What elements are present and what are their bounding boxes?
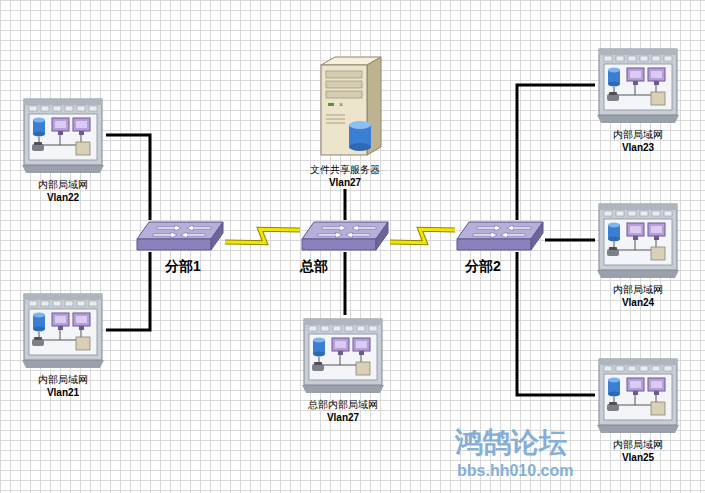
vlan-label: Vlan22 xyxy=(17,191,109,204)
vlan-label: Vlan27 xyxy=(297,411,389,424)
site-label: 内部局域网 xyxy=(592,128,684,141)
switch-icon xyxy=(135,220,225,252)
site-label: 内部局域网 xyxy=(17,373,109,386)
building-icon xyxy=(595,200,681,280)
server-icon: × xyxy=(305,55,385,160)
vlan-label: Vlan27 xyxy=(302,176,388,189)
lan-node: 内部局域网Vlan22 xyxy=(17,95,109,204)
lan-link xyxy=(345,189,346,220)
wan-link xyxy=(225,229,300,242)
site-label: 总部内部局域网 xyxy=(297,398,389,411)
watermark: 鸿鹄论坛 xyxy=(455,424,567,462)
lan-link xyxy=(545,240,595,241)
lan-link xyxy=(345,252,346,315)
switch-label: 分部2 xyxy=(465,258,501,274)
watermark: bbs.hh010.com xyxy=(457,462,573,480)
building-icon xyxy=(20,95,106,175)
site-label: 文件共享服务器 xyxy=(302,163,388,176)
building-icon xyxy=(595,355,681,435)
switch-label: 分部1 xyxy=(165,258,201,274)
vlan-label: Vlan24 xyxy=(592,296,684,309)
switch-node: 总部 xyxy=(300,220,390,252)
switch-icon xyxy=(455,220,545,252)
lan-link xyxy=(106,135,150,220)
site-label: 内部局域网 xyxy=(592,438,684,451)
lan-link xyxy=(106,252,150,330)
switch-node: 分部1 xyxy=(135,220,225,252)
vlan-label: Vlan23 xyxy=(592,141,684,154)
site-label: 内部局域网 xyxy=(17,178,109,191)
site-label: 内部局域网 xyxy=(592,283,684,296)
lan-node: 内部局域网Vlan24 xyxy=(592,200,684,309)
switch-node: 分部2 xyxy=(455,220,545,252)
lan-node: 内部局域网Vlan23 xyxy=(592,45,684,154)
building-icon xyxy=(20,290,106,370)
wan-link xyxy=(390,229,455,242)
building-icon xyxy=(595,45,681,125)
lan-node: 内部局域网Vlan21 xyxy=(17,290,109,399)
vlan-label: Vlan25 xyxy=(592,451,684,464)
server-node: × 文件共享服务器Vlan27 xyxy=(302,55,388,189)
lan-node: 内部局域网Vlan25 xyxy=(592,355,684,464)
vlan-label: Vlan21 xyxy=(17,386,109,399)
svg-text:×: × xyxy=(339,101,343,108)
lan-link xyxy=(517,252,595,395)
lan-link xyxy=(517,85,595,220)
lan-node: 总部内部局域网Vlan27 xyxy=(297,315,389,424)
switch-icon xyxy=(300,220,390,252)
building-icon xyxy=(300,315,386,395)
switch-label: 总部 xyxy=(300,258,328,274)
